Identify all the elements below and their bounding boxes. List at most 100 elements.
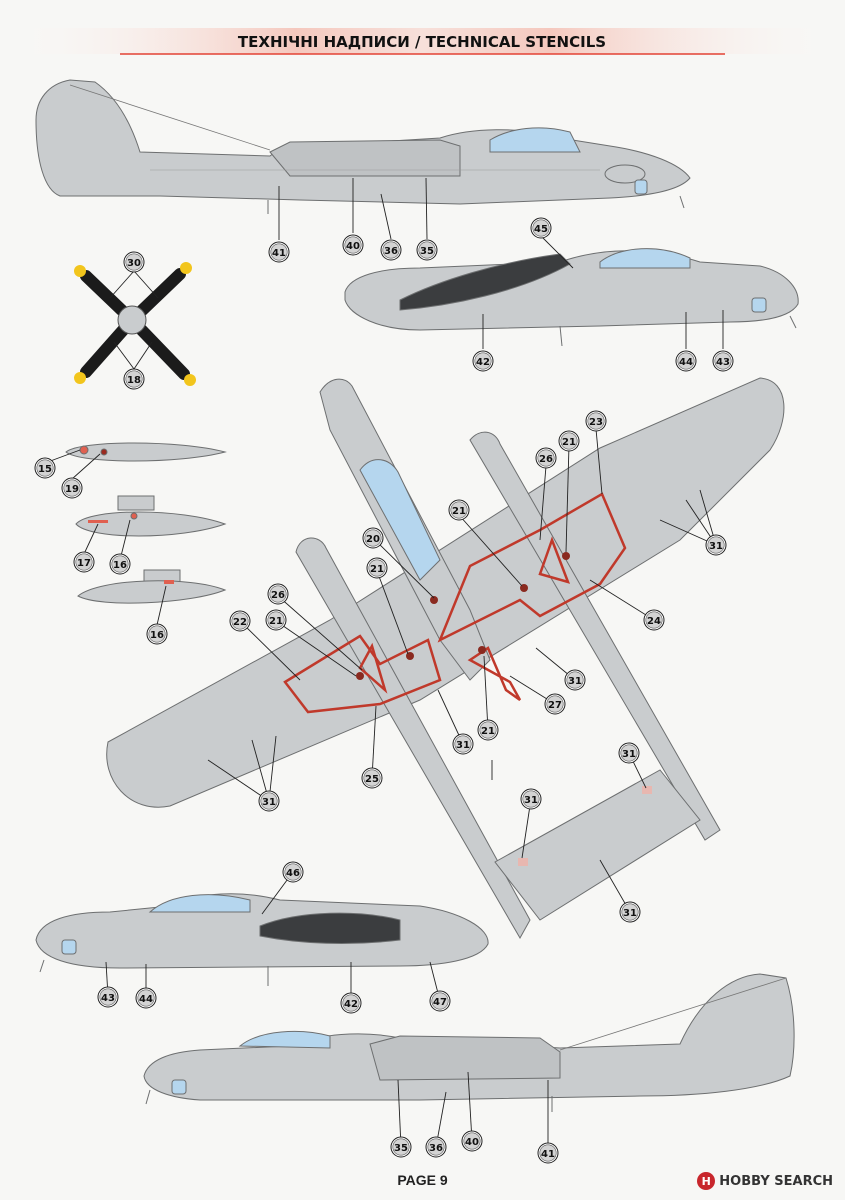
callout-number: 31 — [262, 797, 276, 808]
callout-c41b: 41 — [537, 1142, 559, 1164]
callout-c40b: 40 — [461, 1130, 483, 1152]
callout-number: 31 — [623, 908, 637, 919]
callout-c31g: 31 — [619, 901, 641, 923]
callout-c19: 19 — [61, 477, 83, 499]
callout-c31b: 31 — [564, 669, 586, 691]
callout-c31a: 31 — [705, 534, 727, 556]
callout-number: 26 — [271, 590, 285, 601]
callout-number: 22 — [233, 617, 247, 628]
watermark: H HOBBY SEARCH — [697, 1170, 833, 1192]
callout-c21d: 21 — [265, 609, 287, 631]
drop-tank-1 — [65, 442, 227, 462]
drop-tank-2 — [75, 495, 227, 537]
callout-number: 31 — [622, 749, 636, 760]
callout-number: 35 — [394, 1143, 408, 1154]
callout-number: 21 — [562, 437, 576, 448]
top-view-aircraft — [106, 377, 785, 940]
drop-tank-3 — [77, 569, 227, 604]
hobby-search-logo-icon: H — [697, 1172, 716, 1190]
callout-c43a: 43 — [712, 350, 734, 372]
callout-number: 31 — [709, 541, 723, 552]
callout-number: 16 — [150, 630, 164, 641]
callout-c44a: 44 — [675, 350, 697, 372]
callout-c21c: 21 — [366, 557, 388, 579]
side-view-top-full — [35, 79, 691, 214]
callout-number: 43 — [101, 993, 115, 1004]
callout-c20: 20 — [362, 527, 384, 549]
page-number: PAGE 9 — [397, 1172, 448, 1188]
callout-c16a: 16 — [109, 553, 131, 575]
callout-number: 36 — [384, 246, 398, 257]
callout-c21e: 21 — [477, 719, 499, 741]
side-view-nacelle-right — [344, 248, 799, 347]
callout-number: 40 — [465, 1137, 479, 1148]
callout-c43b: 43 — [97, 986, 119, 1008]
callout-number: 24 — [647, 616, 661, 627]
callout-c16b: 16 — [146, 623, 168, 645]
callout-number: 31 — [524, 795, 538, 806]
callout-number: 47 — [433, 997, 447, 1008]
callout-number: 36 — [429, 1143, 443, 1154]
callout-number: 43 — [716, 357, 730, 368]
callout-c44b: 44 — [135, 987, 157, 1009]
callout-number: 18 — [127, 375, 141, 386]
propeller-front-view — [74, 262, 196, 386]
callout-c21a: 21 — [558, 430, 580, 452]
side-view-bottom-full — [143, 973, 795, 1112]
callout-number: 16 — [113, 560, 127, 571]
callout-number: 20 — [366, 534, 380, 545]
callout-c46: 46 — [282, 861, 304, 883]
callout-number: 15 — [38, 464, 52, 475]
callout-c26a: 26 — [535, 447, 557, 469]
callout-c47: 47 — [429, 990, 451, 1012]
callout-c31e: 31 — [618, 742, 640, 764]
page-title: ТЕХНІЧНІ НАДПИСИ / TECHNICAL STENCILS — [238, 33, 606, 51]
callout-number: 21 — [452, 506, 466, 517]
callout-number: 42 — [344, 999, 358, 1010]
callout-number: 17 — [77, 558, 91, 569]
callout-number: 46 — [286, 868, 300, 879]
callout-layer: 41 40 36 35 45 42 44 43 30 18 15 19 17 16 16 23 21 26 21 31… — [34, 217, 734, 1164]
callout-c22: 22 — [229, 610, 251, 632]
callout-number: 42 — [476, 357, 490, 368]
callout-c45: 45 — [530, 217, 552, 239]
callout-number: 23 — [589, 417, 603, 428]
callout-number: 35 — [420, 246, 434, 257]
callout-number: 21 — [370, 564, 384, 575]
callout-c18: 18 — [123, 368, 145, 390]
callout-c31c: 31 — [452, 733, 474, 755]
callout-c21b: 21 — [448, 499, 470, 521]
callout-c42a: 42 — [472, 350, 494, 372]
callout-c36a: 36 — [380, 239, 402, 261]
callout-c36b: 36 — [425, 1136, 447, 1158]
callout-number: 44 — [679, 357, 693, 368]
callout-number: 30 — [127, 258, 141, 269]
callout-c31f: 31 — [520, 788, 542, 810]
callout-c15: 15 — [34, 457, 56, 479]
callout-c35b: 35 — [390, 1136, 412, 1158]
callout-c17: 17 — [73, 551, 95, 573]
leader-lines — [44, 177, 724, 1153]
header-band — [0, 28, 845, 55]
callout-number: 41 — [272, 248, 286, 259]
callout-number: 44 — [139, 994, 153, 1005]
callout-c40a: 40 — [342, 234, 364, 256]
callout-c35a: 35 — [416, 239, 438, 261]
callout-c25: 25 — [361, 767, 383, 789]
side-view-nacelle-left — [35, 893, 489, 986]
watermark-text: HOBBY SEARCH — [719, 1173, 833, 1189]
callout-number: 31 — [568, 676, 582, 687]
callout-number: 40 — [346, 241, 360, 252]
callout-number: 19 — [65, 484, 79, 495]
callout-number: 31 — [456, 740, 470, 751]
callout-number: 45 — [534, 224, 548, 235]
callout-number: 26 — [539, 454, 553, 465]
callout-c27: 27 — [544, 693, 566, 715]
callout-c30: 30 — [123, 251, 145, 273]
callout-c23: 23 — [585, 410, 607, 432]
callout-c41a: 41 — [268, 241, 290, 263]
callout-c26b: 26 — [267, 583, 289, 605]
callout-number: 21 — [481, 726, 495, 737]
callout-number: 41 — [541, 1149, 555, 1160]
